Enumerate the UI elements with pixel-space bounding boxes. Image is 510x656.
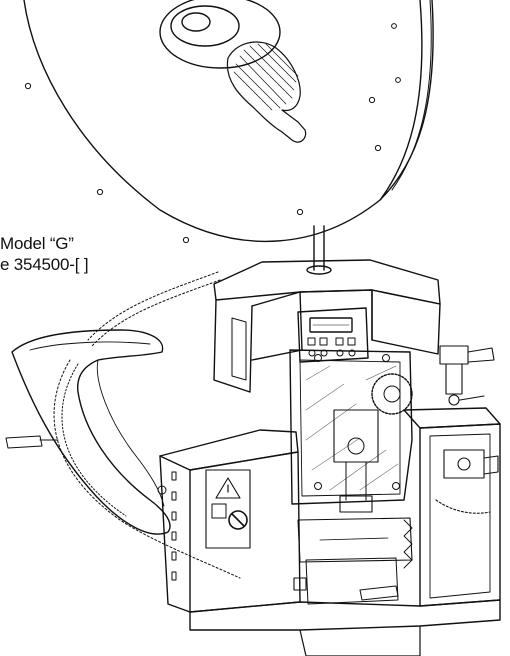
guard-glass-hatching [305, 365, 399, 491]
safety-label-plate [205, 469, 251, 549]
button-4 [347, 337, 356, 346]
reel-hub-inner [170, 5, 240, 47]
button-2 [319, 337, 328, 346]
base-left-panel-slots [171, 471, 177, 581]
reel-hub-outer [159, 0, 281, 69]
reel-inner-rim [379, 0, 423, 201]
terminal-reel [23, 0, 434, 275]
reel-hub-knob [226, 41, 307, 143]
model-caption: Model “G” [0, 234, 74, 253]
reel-hub-knob-knurl [233, 43, 299, 111]
guard-screw-1 [314, 354, 322, 362]
control-buttons [307, 337, 356, 357]
reel-edge-thickness [391, 0, 432, 191]
reel-hub-core [181, 12, 211, 32]
base-lower-deck [189, 599, 501, 631]
feed-mechanism [435, 449, 499, 514]
terminal-strip [53, 271, 241, 579]
safety-label [205, 469, 251, 549]
ram-crimp-tooling [339, 495, 373, 513]
upper-housing-front-left [251, 291, 303, 361]
control-panel [297, 307, 369, 363]
paper-takeup-chute [5, 329, 171, 535]
drive-gear [371, 373, 413, 415]
reel-bolt-holes [24, 23, 401, 244]
base-left-panel [159, 455, 191, 613]
base-foot [299, 625, 421, 656]
button-7 [336, 349, 344, 357]
reel-outer-rim [23, 0, 434, 243]
button-3 [335, 337, 344, 346]
upper-housing-left-face [213, 299, 253, 393]
base-frame [157, 407, 501, 656]
base-top-plate [159, 429, 299, 471]
guard-screw-3 [314, 482, 322, 490]
air-valve-assembly [439, 345, 495, 406]
button-8 [348, 349, 356, 357]
transparent-guard [289, 349, 413, 505]
ram-body [333, 409, 379, 463]
upper-housing-right-face [371, 289, 441, 355]
warning-triangle-icon [215, 477, 241, 499]
ram-mechanism [333, 373, 413, 513]
lower-knob [293, 577, 307, 591]
lower-assembly [293, 517, 413, 605]
right-cabinet-body [419, 423, 501, 607]
reel-support-post [306, 225, 332, 275]
control-panel-bezel [297, 307, 369, 363]
part-number-caption: e 354500-[ ] [0, 255, 89, 274]
guard-screw-2 [382, 354, 390, 362]
display-screen [309, 317, 353, 333]
base-left-knob [157, 485, 167, 495]
button-1 [307, 337, 316, 346]
prohibition-icon [228, 510, 248, 530]
upper-housing-corner [299, 289, 373, 341]
upper-housing [213, 259, 441, 393]
guard-screw-4 [392, 482, 400, 490]
